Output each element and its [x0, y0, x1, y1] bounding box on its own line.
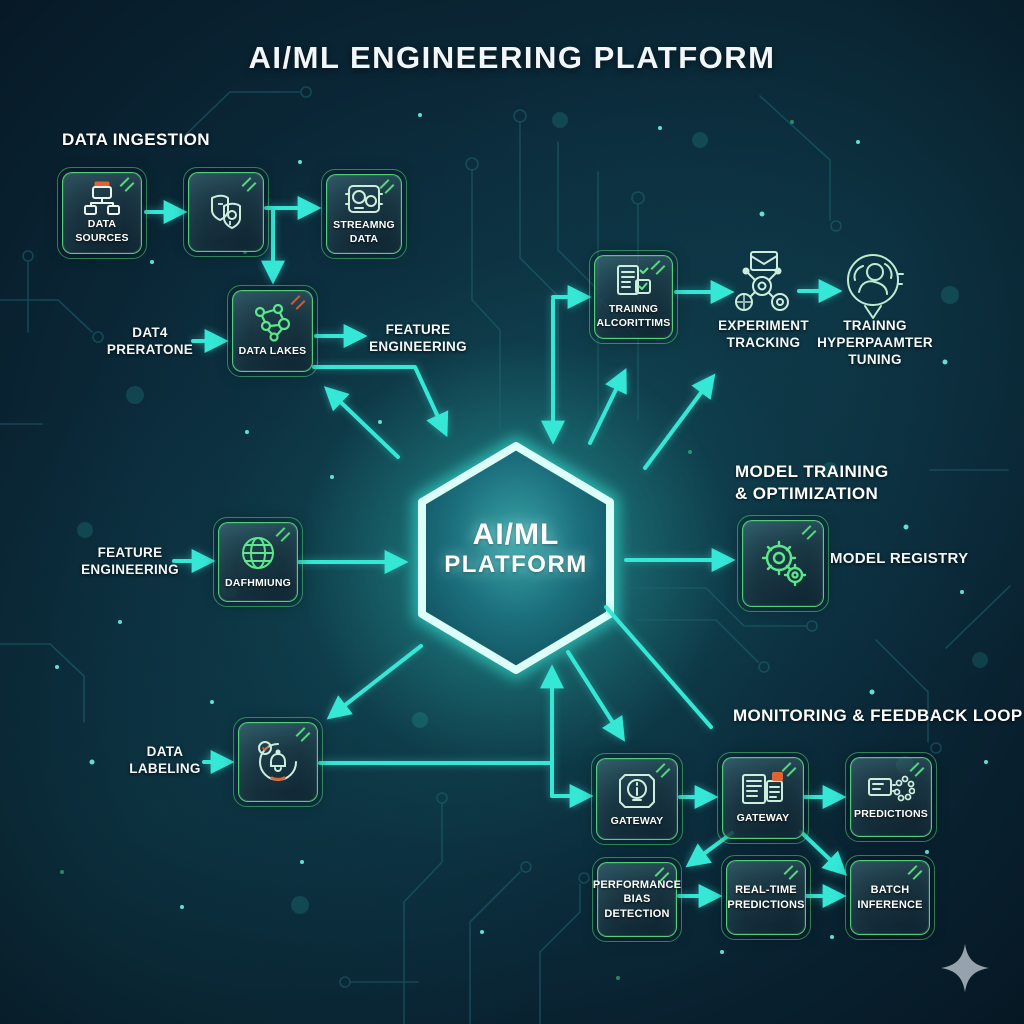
node-label: DATA SOURCES [75, 217, 129, 244]
sparkle-icon [941, 944, 989, 992]
node-gateway-primary: GATEWAY [591, 753, 683, 845]
node-gateway-secondary: GATEWAY [717, 752, 809, 844]
node-data-connector [183, 167, 269, 257]
node-streaming-data: STREAMNG DATA [321, 169, 407, 259]
flow-arrows [144, 196, 848, 908]
shield-connector-icon [211, 194, 241, 229]
node-label: PREDICTIONS [854, 807, 928, 820]
hyperparameter-tuning-icon [847, 254, 904, 319]
bell-dial-icon [258, 741, 297, 781]
node-bias-detection: PERFORMANCE BIAS DETECTION [592, 857, 682, 942]
label-model-registry: MODEL REGISTRY [830, 550, 969, 567]
node-data-sources: DATA SOURCES [57, 167, 147, 259]
network-nodes-icon [254, 303, 290, 342]
monitor-dots-icon [868, 775, 915, 802]
hexagon-line1: AI/ML [472, 518, 560, 551]
heading-data-ingestion: DATA INGESTION [62, 130, 210, 149]
node-data-labeling [233, 717, 323, 807]
node-label: GATEWAY [610, 814, 664, 827]
stream-processor-icon [345, 184, 383, 213]
hexagon-title: AI/ML PLATFORM [418, 518, 614, 580]
central-hexagon [413, 435, 619, 681]
label-feature-engineering-top: FEATURE ENGINEERING [369, 322, 467, 354]
globe-target-icon [242, 536, 274, 569]
label-experiment-tracking: EXPERIMENT TRACKING [718, 318, 809, 350]
node-label: REAL-TIME PREDICTIONS [727, 884, 805, 911]
seal-gateway-icon [619, 773, 655, 808]
heading-model-training: MODEL TRAINING & OPTIMIZATION [735, 462, 889, 504]
node-label: STREAMNG DATA [333, 218, 395, 245]
gears-icon [761, 540, 807, 587]
experiment-tracking-icon [735, 251, 789, 311]
label-hyperparameter-tuning: TRAINNG HYPERPAAMTER TUNING [817, 318, 933, 367]
data-sources-icon [84, 181, 120, 215]
node-label: DAFHMIUNG [225, 576, 291, 589]
documents-icon [742, 771, 783, 804]
node-label: DATA LAKES [238, 344, 307, 357]
training-doc-icon [616, 264, 651, 295]
node-training-algorithms: TRAINNG ALCORITTIMS [589, 250, 678, 344]
node-model-registry [737, 515, 829, 612]
label-feature-engineering-left: FEATURE ENGINEERING [81, 545, 179, 577]
node-feature-mining: DAFHMIUNG [213, 517, 303, 607]
node-predictions: PREDICTIONS [845, 752, 937, 842]
hexagon-line2: PLATFORM [444, 551, 588, 578]
heading-monitoring: MONITORING & FEEDBACK LOOP [733, 706, 1023, 725]
node-batch-inference: BATCH INFERENCE [845, 855, 935, 940]
node-data-lakes: DATA LAKES [227, 285, 318, 377]
node-label: GATEWAY [736, 811, 790, 824]
node-label: TRAINNG ALCORITTIMS [596, 302, 671, 329]
label-data-labeling: DATA LABELING [129, 744, 201, 776]
node-realtime-predictions: REAL-TIME PREDICTIONS [721, 855, 811, 940]
label-data-preparation: DAT4 PRERATONE [106, 325, 194, 357]
page-title: AI/ML ENGINEERING PLATFORM [248, 40, 776, 75]
node-label: PERFORMANCE BIAS DETECTION [592, 879, 682, 920]
node-label: BATCH INFERENCE [857, 884, 923, 911]
